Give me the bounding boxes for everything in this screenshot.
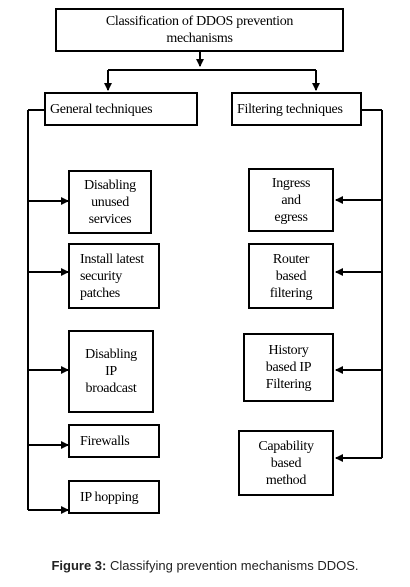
node-line: Router <box>272 251 310 267</box>
node-line: based IP <box>265 360 312 375</box>
figure-caption-text: Classifying prevention mechanisms DDOS. <box>109 558 359 573</box>
node-line: Filtering <box>265 377 312 392</box>
root-node-line: mechanisms <box>166 31 233 46</box>
node-line: patches <box>80 285 120 301</box>
node-line: History <box>268 343 309 358</box>
node-line: egress <box>274 209 308 225</box>
node-line: services <box>88 211 132 227</box>
filtering-item-ingress-egress: Ingress and egress <box>248 168 334 232</box>
filtering-item-capability-based-method: Capability based method <box>238 430 334 496</box>
node-line: Install latest <box>80 251 144 267</box>
node-line: Ingress <box>271 175 311 191</box>
node-line: unused <box>91 194 129 210</box>
figure-caption-label: Figure 3: <box>51 558 107 573</box>
general-techniques-node: General techniques <box>44 92 198 126</box>
node-line: based <box>275 268 307 284</box>
node-line: based <box>270 455 302 471</box>
node-line: Capability <box>258 438 314 454</box>
node-line: method <box>265 472 307 488</box>
filtering-item-history-based-ip-filtering: History based IP Filtering <box>243 333 334 402</box>
filtering-techniques-title: Filtering techniques <box>237 101 343 117</box>
node-line: Disabling <box>85 347 137 362</box>
general-item-firewalls: Firewalls <box>68 424 160 458</box>
general-item-ip-hopping: IP hopping <box>68 480 160 514</box>
filtering-techniques-node: Filtering techniques <box>231 92 362 126</box>
general-item-disabling-unused-services: Disabling unused services <box>68 170 152 234</box>
node-line: IP <box>105 364 117 379</box>
node-line: Firewalls <box>80 433 130 449</box>
general-item-install-security-patches: Install latest security patches <box>68 243 160 309</box>
filtering-item-router-based-filtering: Router based filtering <box>248 243 334 309</box>
figure-caption: Figure 3: Classifying prevention mechani… <box>0 558 410 573</box>
root-node-line: Classification of DDOS prevention <box>105 14 294 29</box>
node-line: Disabling <box>84 177 136 193</box>
general-item-disabling-ip-broadcast: Disabling IP broadcast <box>68 330 154 413</box>
node-line: and <box>281 192 301 208</box>
node-line: broadcast <box>85 381 137 396</box>
root-node: Classification of DDOS prevention mechan… <box>55 8 344 52</box>
node-line: filtering <box>269 285 313 301</box>
node-line: security <box>80 268 122 284</box>
node-line: IP hopping <box>80 489 139 505</box>
general-techniques-title: General techniques <box>50 101 153 117</box>
